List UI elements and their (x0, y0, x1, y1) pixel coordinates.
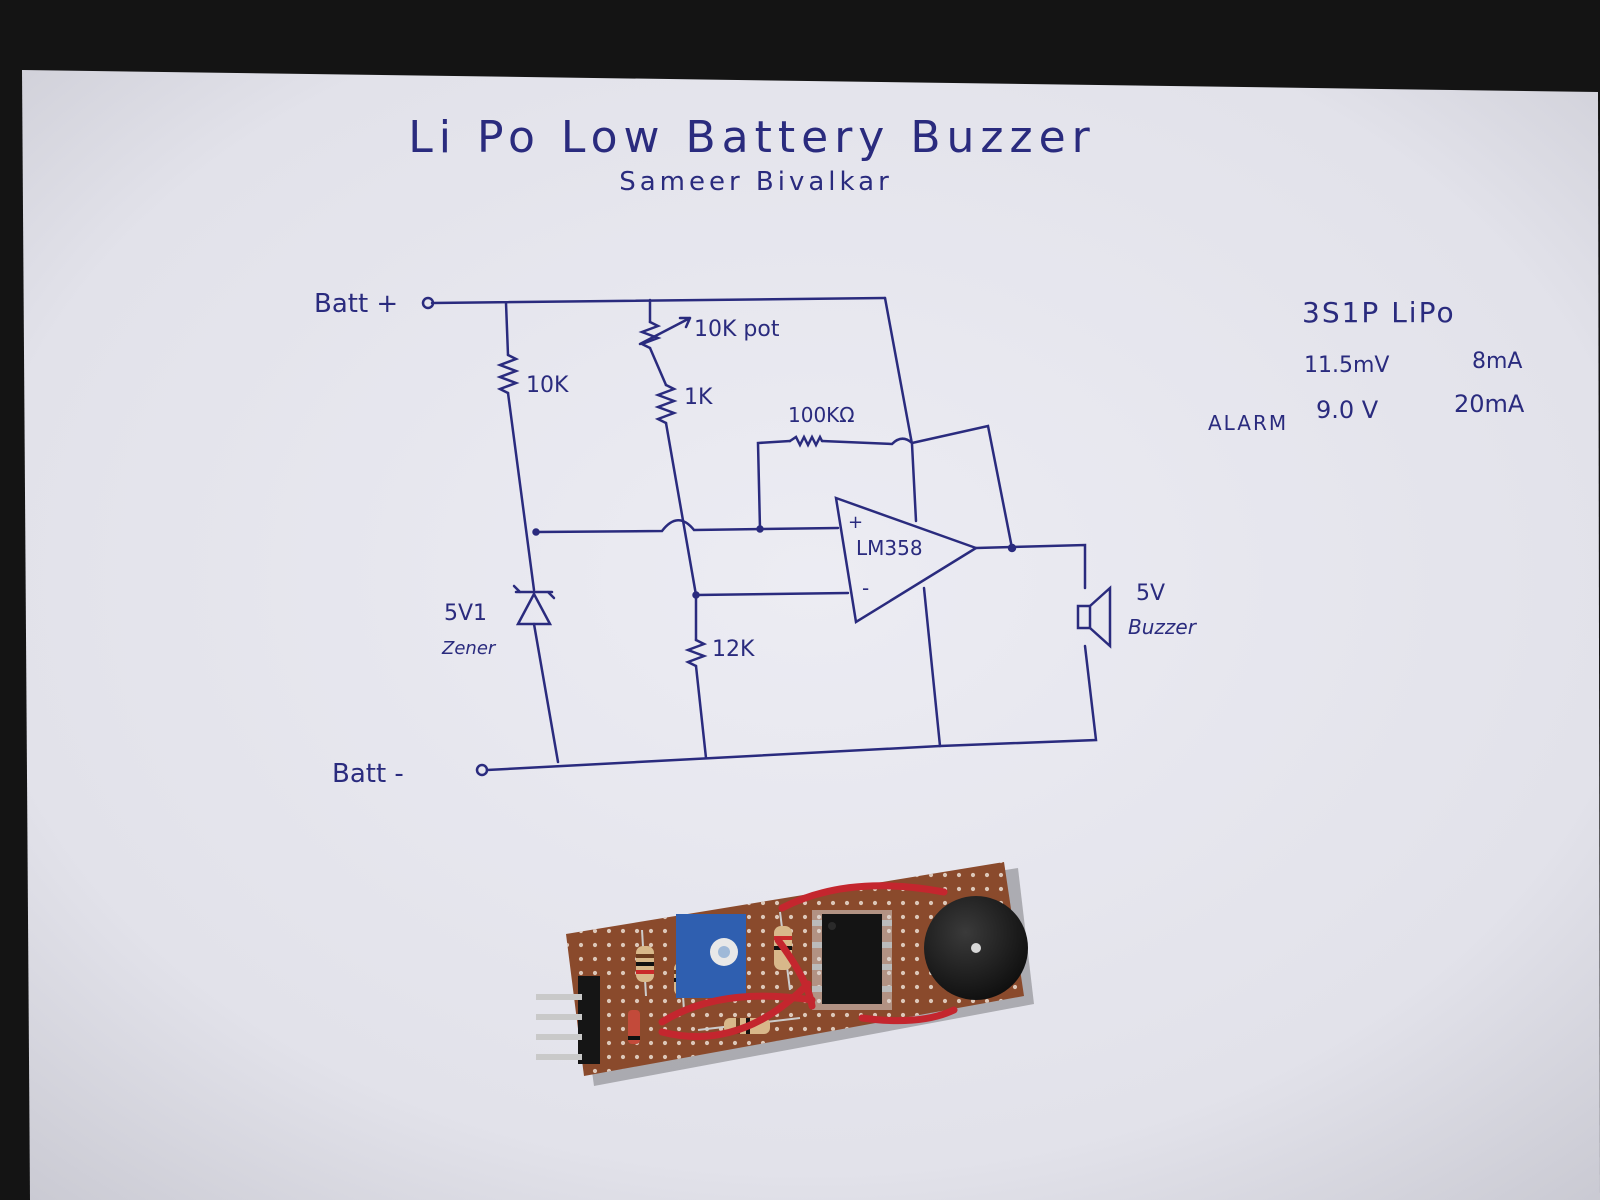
page-title: Li Po Low Battery Buzzer (408, 112, 1096, 163)
spec-row2-voltage: 9.0 V (1316, 396, 1379, 424)
label-zener-value: 5V1 (444, 601, 487, 626)
wire-plus-input (534, 519, 840, 534)
piezo-buzzer (924, 896, 1028, 1000)
author-name: Sameer Bivalkar (619, 167, 893, 197)
positive-terminal (421, 296, 435, 310)
buzzer-symbol (1076, 604, 1092, 630)
label-opamp-plus: + (848, 512, 863, 533)
wire-left-mid (506, 391, 536, 592)
pcb-board (536, 862, 1034, 1086)
pot-10k (638, 320, 662, 350)
resistor-100k (788, 434, 824, 448)
negative-rail (485, 744, 942, 772)
trimmer-potentiometer (676, 914, 746, 998)
pin-header (536, 976, 600, 1064)
resistor-part-1 (636, 929, 654, 997)
opamp-lm358 (834, 496, 979, 625)
label-r-feedback: 100KΩ (788, 403, 855, 427)
wire-minus-input (694, 591, 850, 597)
resistor-1k (654, 383, 678, 425)
positive-rail (430, 296, 887, 305)
jumper-wires (658, 882, 958, 1041)
label-zener: Zener (441, 638, 497, 659)
wire-center-2 (664, 421, 698, 597)
label-r1: 10K (526, 373, 569, 398)
wire-opamp-supply (883, 296, 918, 523)
label-buzzer-value: 5V (1136, 581, 1165, 606)
label-r3: 12K (712, 637, 755, 662)
resistor-12k (684, 638, 708, 668)
schematic (421, 296, 1112, 777)
label-pot: 10K pot (694, 317, 780, 342)
label-opamp: LM358 (856, 536, 923, 560)
spec-row1-current: 8mA (1472, 349, 1522, 374)
zener-diode-part (628, 1010, 640, 1044)
resistor-10k (496, 353, 520, 395)
label-r2: 1K (684, 385, 713, 410)
label-buzzer: Buzzer (1128, 615, 1198, 639)
dip8-ic (812, 910, 892, 1010)
spec-row2-label: ALARM (1208, 411, 1288, 435)
zener-diode (512, 584, 556, 626)
wire-center-3 (694, 593, 708, 760)
wire-left-bottom (532, 622, 560, 764)
label-batt-negative: Batt - (332, 759, 404, 789)
pot-wiper-arrow (638, 316, 692, 346)
spec-row2-current: 20mA (1454, 390, 1525, 418)
paper-sheet (22, 70, 1600, 1200)
spec-pack: 3S1P LiPo (1302, 296, 1456, 329)
wire-left-top (504, 301, 510, 357)
wire-opamp-ground (922, 586, 942, 748)
wire-buzzer-ground (938, 644, 1098, 748)
label-opamp-minus: - (862, 576, 869, 600)
label-batt-positive: Batt + (314, 289, 398, 319)
negative-terminal (475, 763, 489, 777)
spec-row1-voltage: 11.5mV (1304, 353, 1389, 378)
wire-feedback-left (756, 439, 792, 531)
wire-center-1 (648, 346, 668, 387)
